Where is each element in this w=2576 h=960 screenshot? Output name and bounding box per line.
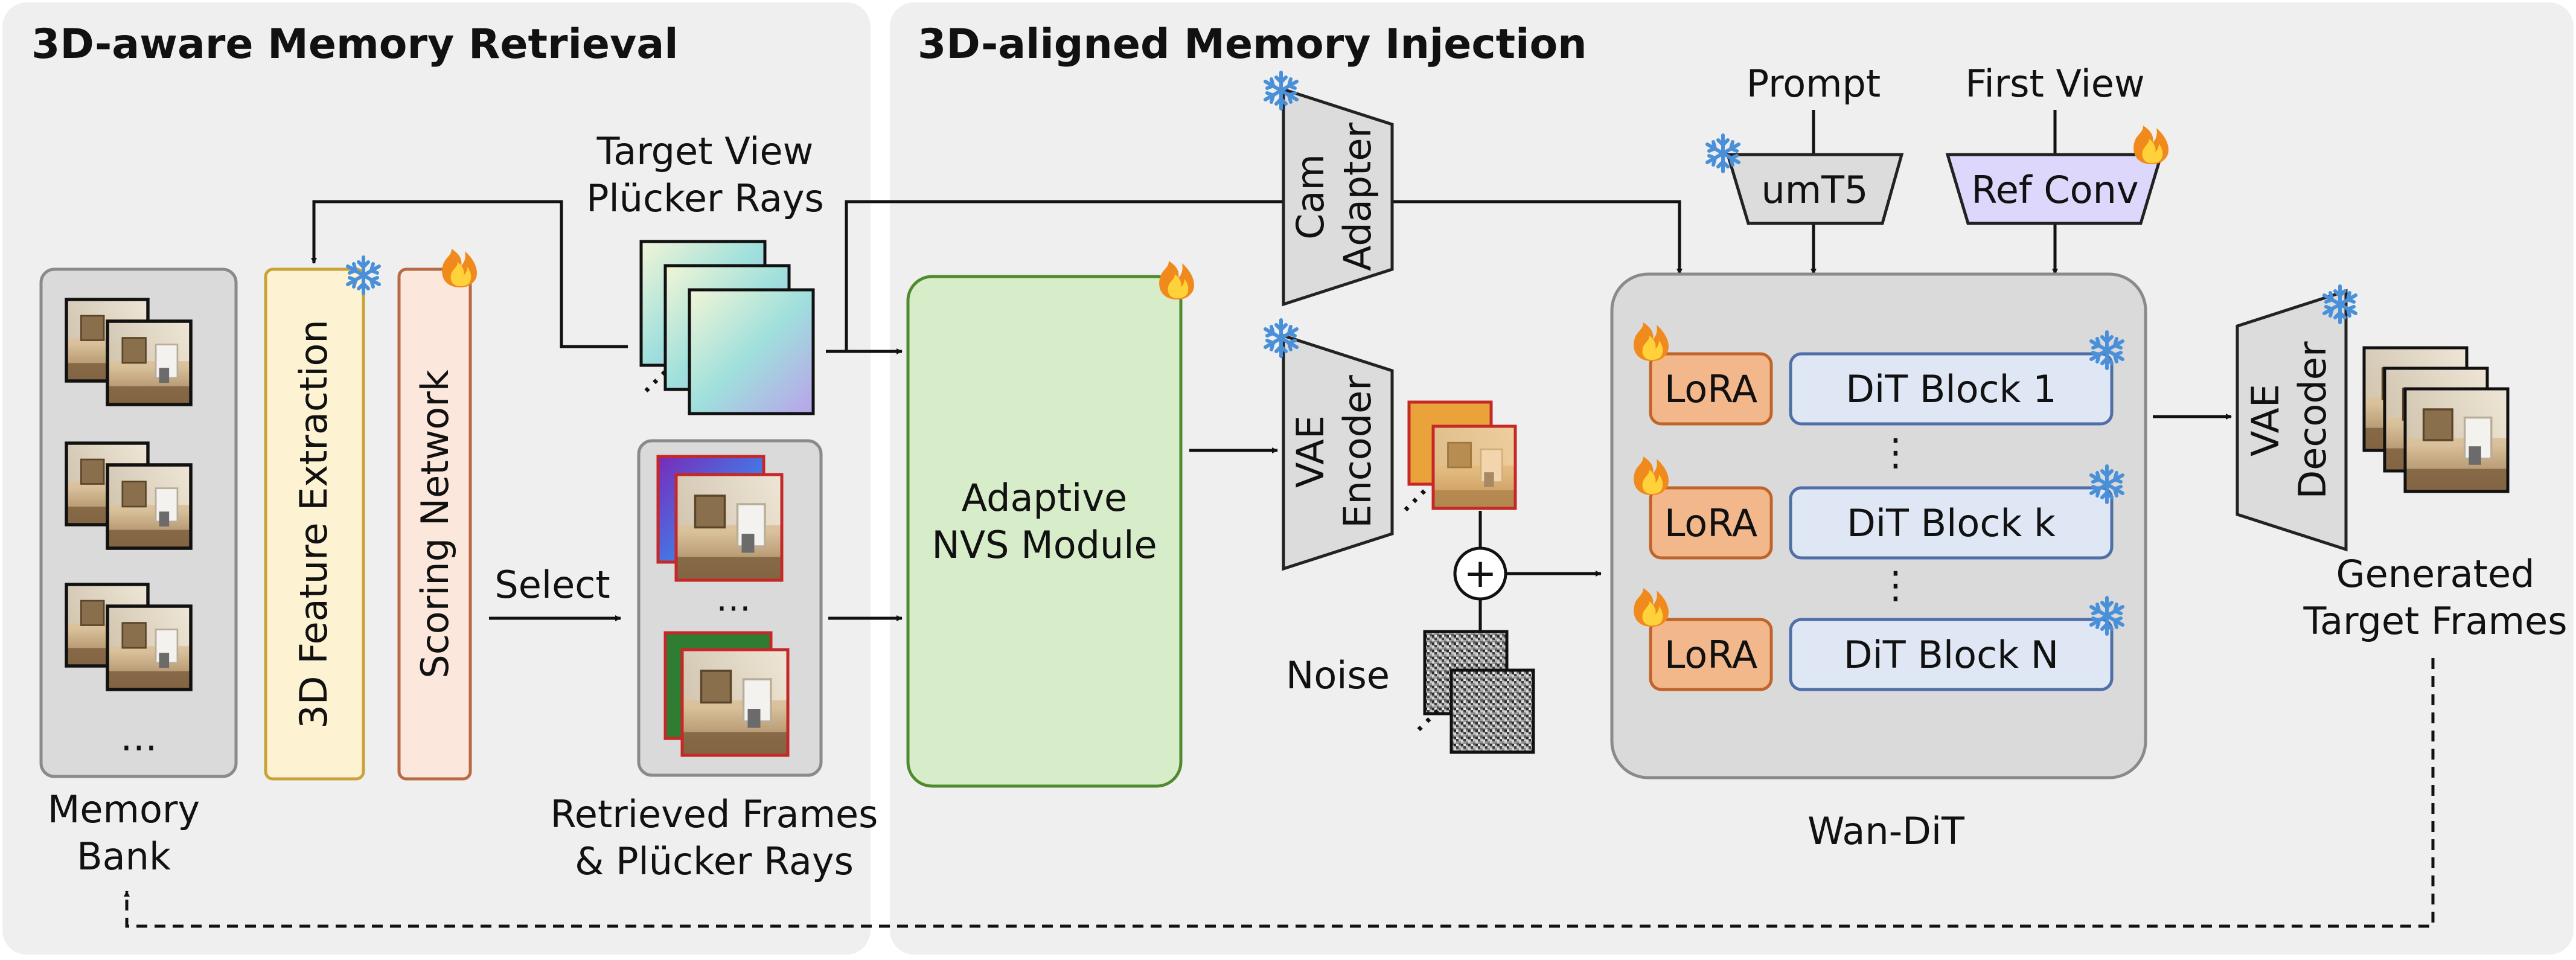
feature-extraction-label: 3D Feature Extraction xyxy=(292,319,336,728)
vae-decoder-label-line2: Decoder xyxy=(2290,341,2335,499)
adaptive-nvs-module-box xyxy=(906,275,1183,788)
dit-block-1-label: DiT Block 1 xyxy=(1846,367,2056,411)
rays-to-dit-connector xyxy=(845,200,1683,351)
memory-bank-label-line1: Memory xyxy=(48,787,200,831)
vae-encoder-label-line2: Encoder xyxy=(1335,375,1379,528)
noise-stack xyxy=(1423,630,1535,754)
retrieved-frames-label-line2: & Plücker Rays xyxy=(575,839,854,883)
lora-block-k-label: LoRA xyxy=(1664,501,1757,545)
scoring-network-box xyxy=(397,267,472,781)
add-operator-symbol: + xyxy=(1463,550,1497,597)
retrieval-panel-title: 3D-aware Memory Retrieval xyxy=(31,21,679,68)
injection-panel-title: 3D-aligned Memory Injection xyxy=(918,21,1587,68)
dit-block-n-label: DiT Block N xyxy=(1844,633,2059,677)
umt5-trapezoid xyxy=(1725,153,1904,225)
memory-bank-frames xyxy=(65,298,193,691)
adaptive-nvs-label-line1: Adaptive xyxy=(962,476,1127,520)
noise-label: Noise xyxy=(1286,653,1390,697)
umt5-label: umT5 xyxy=(1761,168,1868,212)
retrieved-frames-top-stack xyxy=(656,455,784,582)
lora-block-k xyxy=(1649,486,1773,560)
feedback-loop-connector xyxy=(124,658,2435,928)
retrieved-frames-bottom-stack xyxy=(663,631,790,757)
target-view-label-line1: Target View xyxy=(596,129,814,173)
generated-frames-label-line2: Target Frames xyxy=(2303,599,2568,643)
select-label: Select xyxy=(494,563,610,607)
prompt-label: Prompt xyxy=(1747,62,1881,106)
lora-block-1 xyxy=(1649,352,1773,426)
cam-adapter-label-line2: Adapter xyxy=(1335,123,1379,271)
encoded-latent-stack xyxy=(1407,400,1517,510)
cam-adapter-trapezoid xyxy=(1282,87,1394,307)
dit-vdots-1: ⋮ xyxy=(1877,430,1914,474)
dit-vdots-2: ⋮ xyxy=(1877,563,1914,607)
lora-block-1-label: LoRA xyxy=(1664,367,1757,411)
retrieved-frames-ellipsis: ⋯ xyxy=(716,587,751,628)
target-view-label-line2: Plücker Rays xyxy=(586,176,824,220)
rays-to-feature-extraction-connector xyxy=(311,200,628,348)
first-view-label: First View xyxy=(1965,62,2144,106)
vae-encoder-trapezoid xyxy=(1282,333,1394,571)
vae-decoder-trapezoid xyxy=(2236,289,2348,552)
lora-block-n xyxy=(1649,618,1773,691)
target-view-ray-stack xyxy=(639,240,815,415)
dit-block-n xyxy=(1789,618,2114,691)
wan-dit-label: Wan-DiT xyxy=(1807,809,1965,853)
dit-block-k-label: DiT Block k xyxy=(1847,501,2056,545)
cam-adapter-label-line1: Cam xyxy=(1288,154,1332,240)
dit-block-k xyxy=(1789,486,2114,560)
vae-decoder-label-line1: VAE xyxy=(2243,384,2287,456)
dit-block-1 xyxy=(1789,352,2114,426)
generated-frames-stack xyxy=(2362,346,2510,493)
lora-block-n-label: LoRA xyxy=(1664,633,1757,677)
generated-frames-label-line1: Generated xyxy=(2336,552,2535,596)
retrieved-frames-label-line1: Retrieved Frames xyxy=(551,792,878,836)
feature-extraction-box xyxy=(264,267,365,781)
ref-conv-label: Ref Conv xyxy=(1971,168,2138,212)
vae-encoder-label-line1: VAE xyxy=(1288,415,1332,488)
memory-bank-ellipsis: ⋯ xyxy=(120,725,158,769)
adaptive-nvs-label-line2: NVS Module xyxy=(932,523,1157,567)
scoring-network-label: Scoring Network xyxy=(413,370,457,678)
memory-bank-label-line2: Bank xyxy=(77,834,171,878)
ref-conv-trapezoid xyxy=(1945,153,2164,225)
